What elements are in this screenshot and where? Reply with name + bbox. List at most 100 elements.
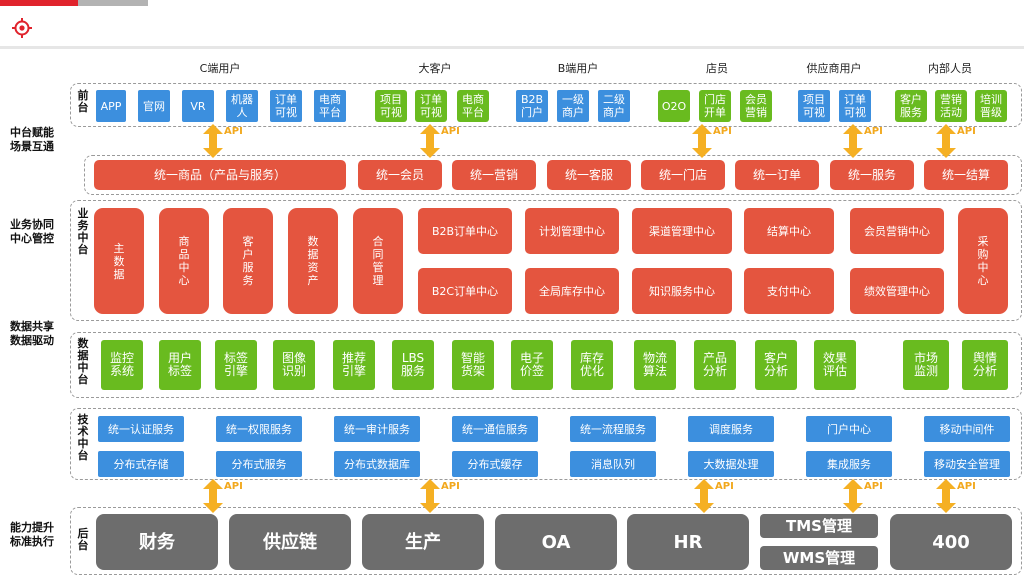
label-shuju: 数据共享 数据驱动 — [10, 320, 54, 347]
data-box[interactable]: 电子 价签 — [511, 340, 553, 390]
label-yewu: 业务协同 中心管控 — [10, 218, 54, 245]
api-connector: API — [203, 124, 263, 158]
data-box[interactable]: 推荐 引擎 — [333, 340, 375, 390]
front-box[interactable]: B2B 门户 — [516, 90, 548, 122]
backoffice-box[interactable]: 财务 — [96, 514, 218, 570]
tech-service-box[interactable]: 统一流程服务 — [570, 416, 656, 442]
api-label: API — [957, 481, 976, 492]
front-box[interactable]: 机器 人 — [226, 90, 258, 122]
tech-service-box[interactable]: 统一权限服务 — [216, 416, 302, 442]
tech-service-box[interactable]: 移动中间件 — [924, 416, 1010, 442]
data-box[interactable]: 图像 识别 — [273, 340, 315, 390]
business-vertical-box[interactable]: 数 据 资 产 — [288, 208, 338, 314]
tech-infra-box[interactable]: 分布式缓存 — [452, 451, 538, 477]
tech-service-box[interactable]: 统一通信服务 — [452, 416, 538, 442]
unified-box[interactable]: 统一商品（产品与服务） — [94, 160, 346, 190]
double-arrow-icon — [843, 479, 863, 513]
front-box[interactable]: 电商 平台 — [457, 90, 489, 122]
front-box[interactable]: 门店 开单 — [699, 90, 731, 122]
business-vertical-box[interactable]: 采 购 中 心 — [958, 208, 1008, 314]
front-box[interactable]: APP — [96, 90, 126, 122]
business-vertical-box[interactable]: 合 同 管 理 — [353, 208, 403, 314]
data-box[interactable]: 效果 评估 — [814, 340, 856, 390]
unified-box[interactable]: 统一营销 — [452, 160, 536, 190]
api-connector: API — [420, 479, 480, 513]
backoffice-box[interactable]: OA — [495, 514, 617, 570]
api-connector: API — [420, 124, 480, 158]
front-box[interactable]: O2O — [658, 90, 690, 122]
unified-box[interactable]: 统一客服 — [547, 160, 631, 190]
business-center-box[interactable]: 结算中心 — [744, 208, 834, 254]
double-arrow-icon — [420, 479, 440, 513]
business-center-box[interactable]: 知识服务中心 — [632, 268, 732, 314]
business-center-box[interactable]: 渠道管理中心 — [632, 208, 732, 254]
unified-box[interactable]: 统一门店 — [641, 160, 725, 190]
tech-service-box[interactable]: 门户中心 — [806, 416, 892, 442]
data-box[interactable]: 智能 货架 — [452, 340, 494, 390]
front-box[interactable]: 培训 晋级 — [975, 90, 1007, 122]
data-box[interactable]: 舆情 分析 — [962, 340, 1008, 390]
front-box[interactable]: 订单 可视 — [839, 90, 871, 122]
api-connector: API — [936, 124, 996, 158]
front-box[interactable]: 一级 商户 — [557, 90, 589, 122]
business-vertical-box[interactable]: 客 户 服 务 — [223, 208, 273, 314]
backoffice-box[interactable]: 400 — [890, 514, 1012, 570]
front-box[interactable]: 客户 服务 — [895, 90, 927, 122]
backoffice-box[interactable]: 供应链 — [229, 514, 351, 570]
backoffice-box[interactable]: WMS管理 — [760, 546, 878, 570]
tech-layer-group — [70, 408, 1022, 480]
data-box[interactable]: 监控 系统 — [101, 340, 143, 390]
front-box[interactable]: 会员 营销 — [740, 90, 772, 122]
data-box[interactable]: LBS 服务 — [392, 340, 434, 390]
api-connector: API — [694, 479, 754, 513]
unified-box[interactable]: 统一服务 — [830, 160, 914, 190]
unified-box[interactable]: 统一订单 — [735, 160, 819, 190]
layer-label-business: 业 务 中 台 — [77, 207, 89, 256]
front-box[interactable]: 官网 — [138, 90, 170, 122]
api-label: API — [957, 126, 976, 137]
front-box[interactable]: 营销 活动 — [935, 90, 967, 122]
front-box[interactable]: VR — [182, 90, 214, 122]
backoffice-box[interactable]: HR — [627, 514, 749, 570]
tech-infra-box[interactable]: 移动安全管理 — [924, 451, 1010, 477]
tech-service-box[interactable]: 调度服务 — [688, 416, 774, 442]
unified-box[interactable]: 统一结算 — [924, 160, 1008, 190]
tech-infra-box[interactable]: 集成服务 — [806, 451, 892, 477]
data-box[interactable]: 库存 优化 — [571, 340, 613, 390]
front-box[interactable]: 订单 可视 — [415, 90, 447, 122]
tech-infra-box[interactable]: 分布式服务 — [216, 451, 302, 477]
front-box[interactable]: 二级 商户 — [598, 90, 630, 122]
business-center-box[interactable]: 会员营销中心 — [850, 208, 944, 254]
front-box[interactable]: 项目 可视 — [375, 90, 407, 122]
business-vertical-box[interactable]: 商 品 中 心 — [159, 208, 209, 314]
business-vertical-box[interactable]: 主 数 据 — [94, 208, 144, 314]
tech-infra-box[interactable]: 消息队列 — [570, 451, 656, 477]
data-box[interactable]: 标签 引擎 — [215, 340, 257, 390]
business-center-box[interactable]: B2C订单中心 — [418, 268, 512, 314]
front-box[interactable]: 订单 可视 — [270, 90, 302, 122]
double-arrow-icon — [936, 124, 956, 158]
business-center-box[interactable]: 绩效管理中心 — [850, 268, 944, 314]
layer-label-front: 前 台 — [77, 89, 89, 114]
data-box[interactable]: 市场 监测 — [903, 340, 949, 390]
data-box[interactable]: 用户 标签 — [159, 340, 201, 390]
tech-infra-box[interactable]: 分布式数据库 — [334, 451, 420, 477]
backoffice-box[interactable]: TMS管理 — [760, 514, 878, 538]
backoffice-box[interactable]: 生产 — [362, 514, 484, 570]
business-center-box[interactable]: B2B订单中心 — [418, 208, 512, 254]
business-center-box[interactable]: 支付中心 — [744, 268, 834, 314]
tech-infra-box[interactable]: 大数据处理 — [688, 451, 774, 477]
user-group-internal: 内部人员 — [928, 62, 972, 75]
data-box[interactable]: 客户 分析 — [755, 340, 797, 390]
front-box[interactable]: 项目 可视 — [798, 90, 830, 122]
tech-service-box[interactable]: 统一认证服务 — [98, 416, 184, 442]
unified-box[interactable]: 统一会员 — [358, 160, 442, 190]
data-box[interactable]: 产品 分析 — [694, 340, 736, 390]
business-center-box[interactable]: 全局库存中心 — [525, 268, 619, 314]
business-center-box[interactable]: 计划管理中心 — [525, 208, 619, 254]
tech-service-box[interactable]: 统一审计服务 — [334, 416, 420, 442]
layer-label-data: 数 据 中 台 — [77, 337, 89, 386]
front-box[interactable]: 电商 平台 — [314, 90, 346, 122]
tech-infra-box[interactable]: 分布式存储 — [98, 451, 184, 477]
data-box[interactable]: 物流 算法 — [634, 340, 676, 390]
